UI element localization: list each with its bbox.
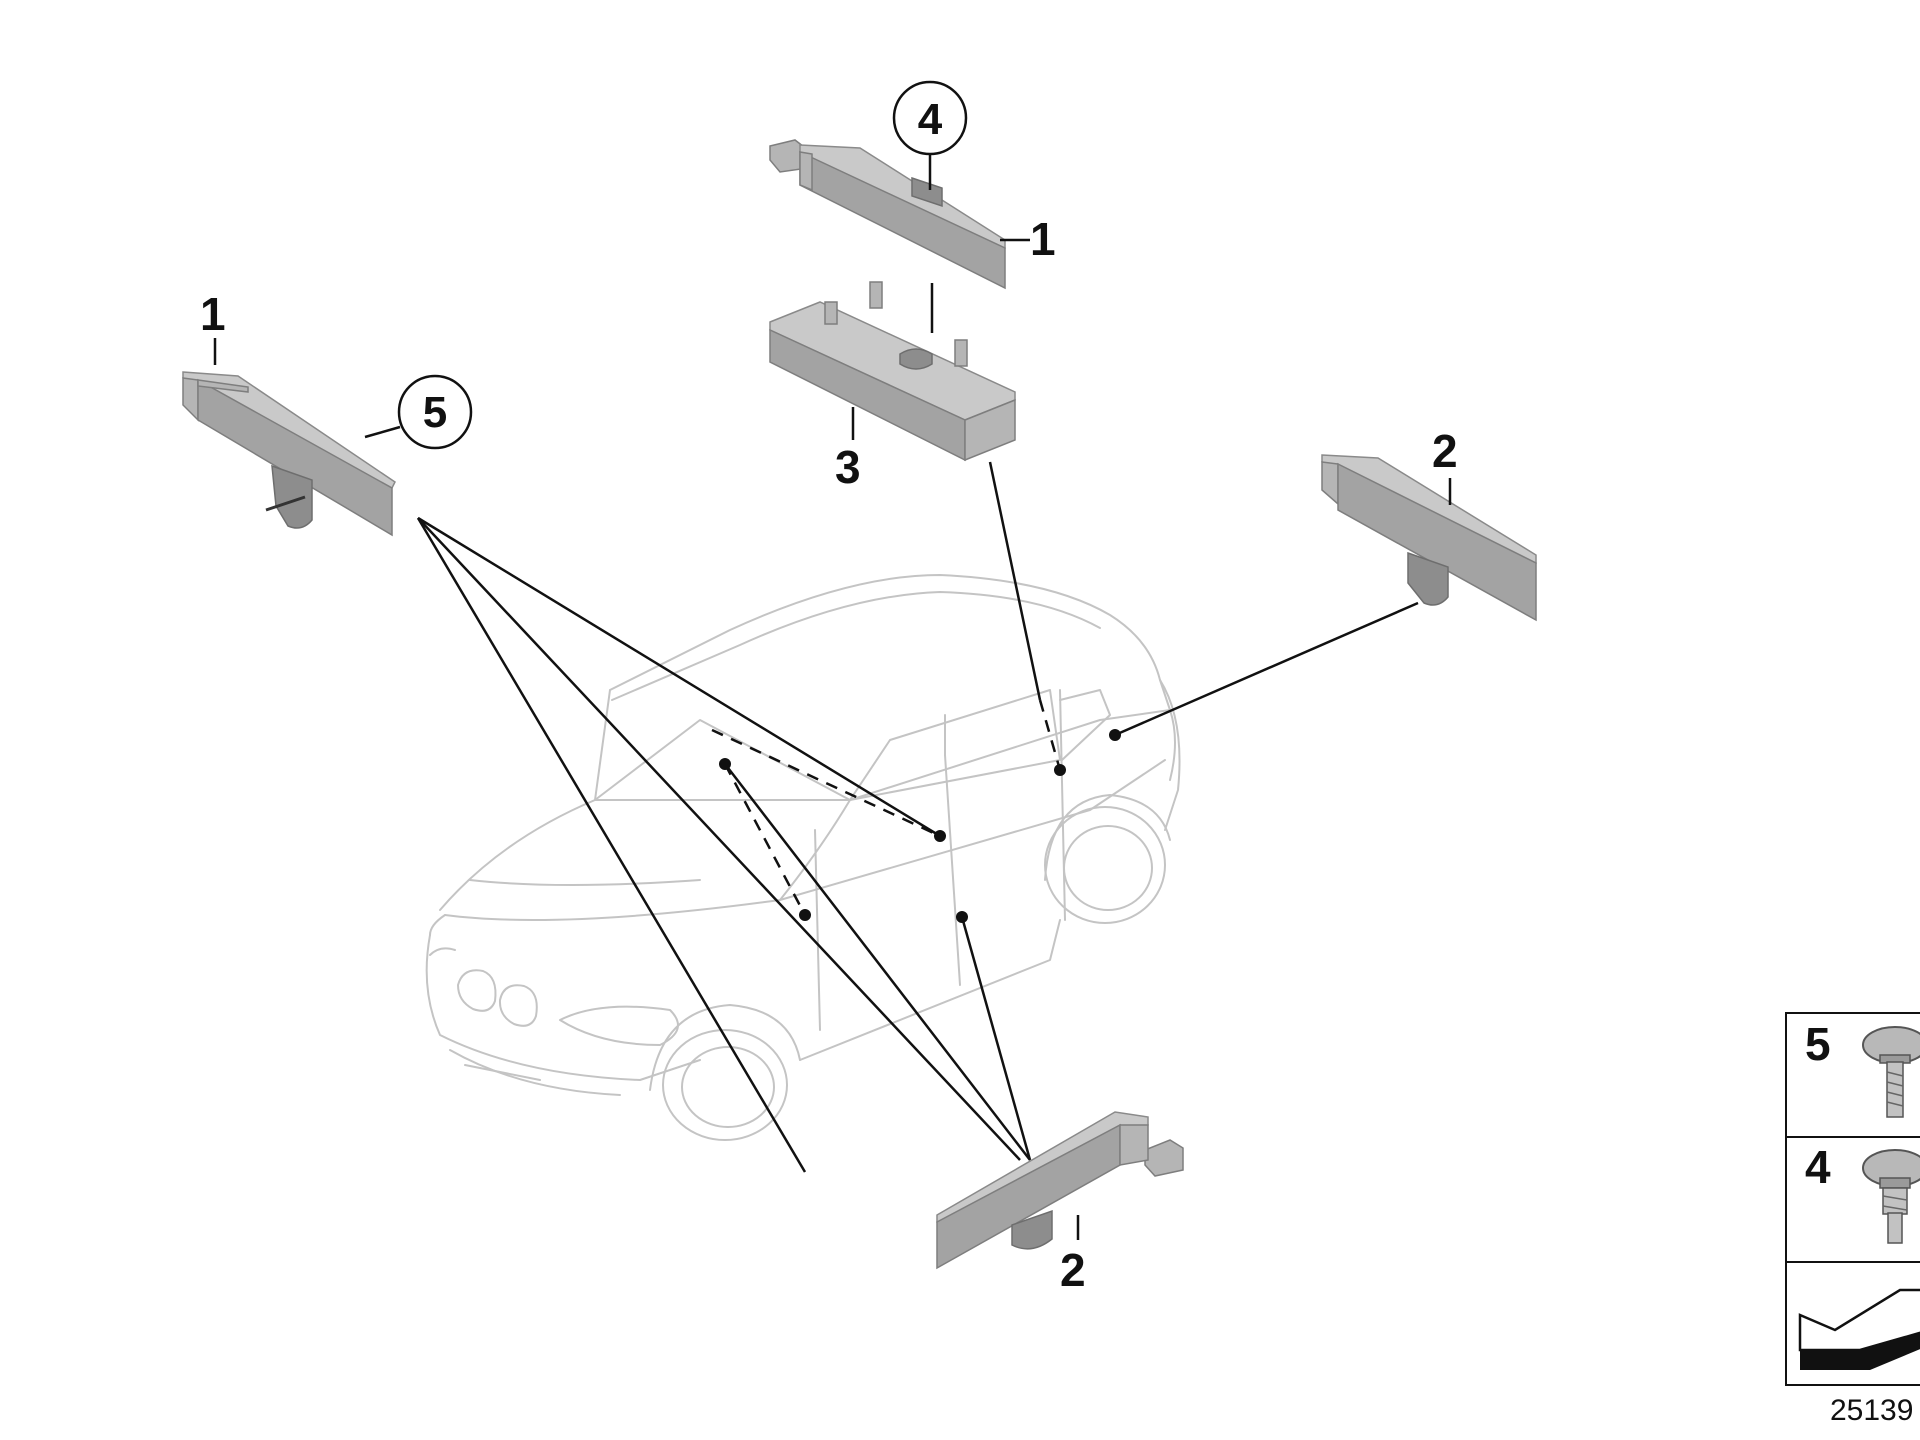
mount-point-dot bbox=[956, 911, 968, 923]
callout-module-top-left: 1 bbox=[200, 288, 226, 340]
callout-bracket: 3 bbox=[835, 441, 861, 493]
antenna-module-top bbox=[769, 80, 1030, 333]
antenna-module-left bbox=[182, 338, 473, 537]
location-arrow-icon bbox=[1798, 1288, 1920, 1370]
mount-point-dot bbox=[719, 758, 731, 770]
legend-number-5: 5 bbox=[1805, 1018, 1831, 1070]
mount-point-dot bbox=[934, 830, 946, 842]
callout-module-bottom: 2 bbox=[1060, 1244, 1086, 1296]
leader-lines bbox=[416, 461, 1419, 1173]
diagram-reference-number: 25139 bbox=[1830, 1394, 1913, 1427]
screw-icon bbox=[1862, 1026, 1920, 1118]
mount-point-dot bbox=[799, 909, 811, 921]
mount-point-dot bbox=[1109, 729, 1121, 741]
callout-screw-center: 4 bbox=[918, 95, 943, 144]
fastener-legend: 5 4 bbox=[1785, 1012, 1920, 1386]
module-bracket bbox=[769, 281, 1016, 462]
legend-number-4: 4 bbox=[1805, 1141, 1831, 1193]
mount-point-dot bbox=[1054, 764, 1066, 776]
screw-stepped-icon bbox=[1862, 1149, 1920, 1244]
antenna-module-bottom bbox=[936, 1111, 1184, 1270]
callout-screw-left: 5 bbox=[423, 388, 447, 437]
antenna-module-right bbox=[1321, 454, 1537, 622]
car-outline bbox=[425, 574, 1181, 1141]
callout-module-right: 2 bbox=[1432, 425, 1458, 477]
callout-module-top-center: 1 bbox=[1030, 213, 1056, 265]
